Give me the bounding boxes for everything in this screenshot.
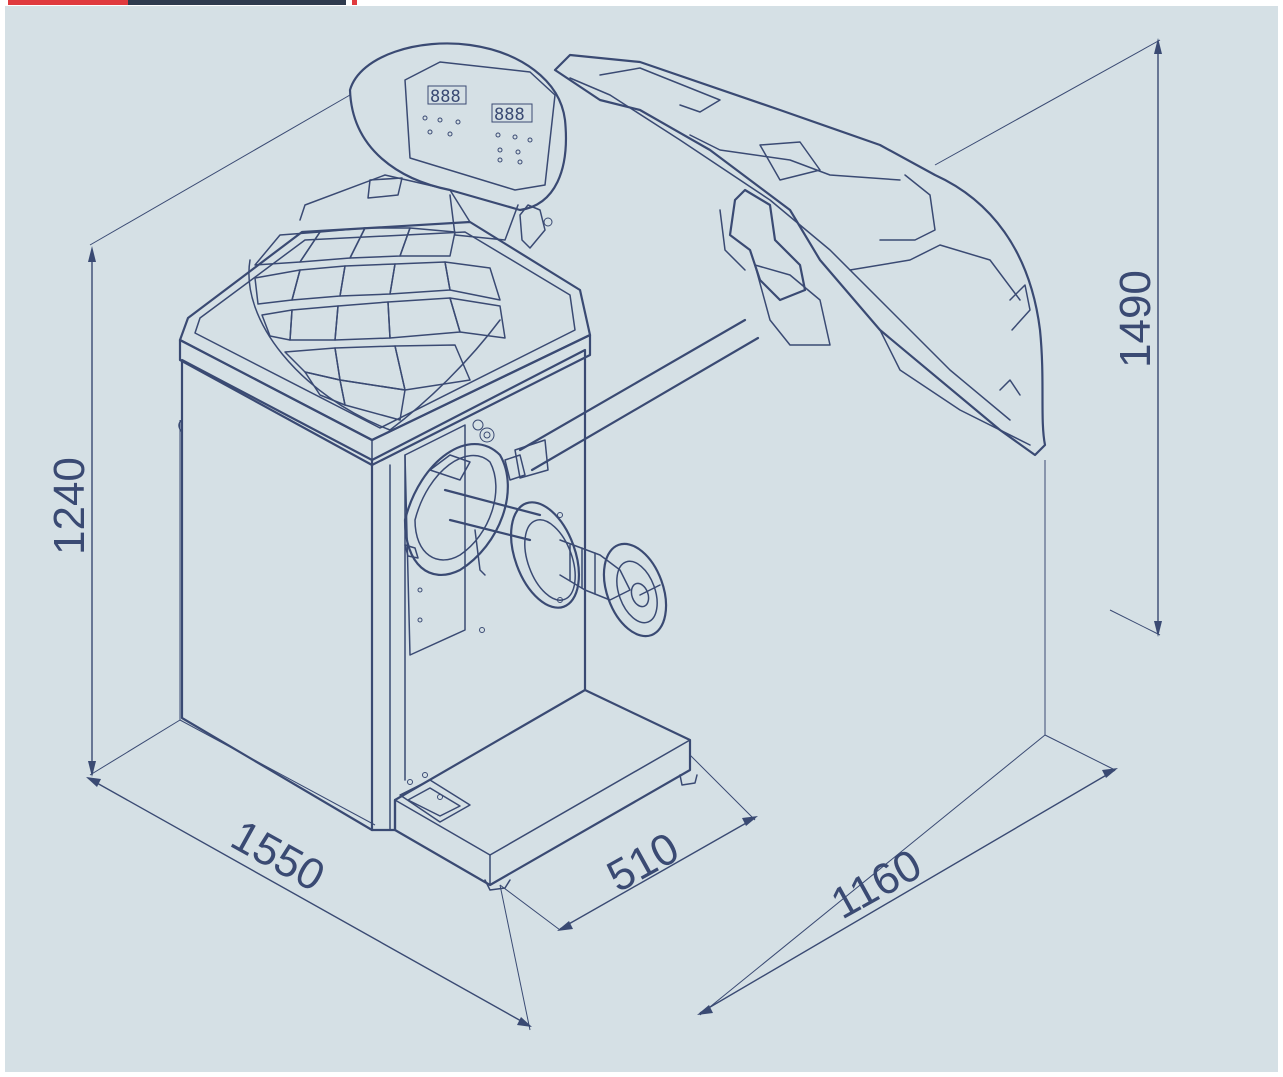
dim-label-1240: 1240 (45, 457, 94, 555)
display-digits-left: 888 (430, 87, 461, 107)
dim-label-510: 510 (599, 823, 687, 901)
display-monitor: 888 888 (348, 42, 567, 249)
dim-label-1160: 1160 (823, 840, 930, 929)
dim-label-1490: 1490 (1111, 270, 1160, 368)
brand-stripe-mark (352, 0, 357, 5)
dim-label-1550: 1550 (223, 811, 332, 901)
dimension-1490 (1154, 38, 1162, 637)
dimension-510 (557, 816, 758, 931)
display-digits-left-frame (427, 85, 467, 105)
shaft-assembly (403, 419, 668, 638)
display-digits-right-frame (491, 103, 533, 123)
display-indicator-dots (422, 115, 533, 165)
brand-stripe-red (8, 0, 128, 5)
dimension-1550 (86, 777, 532, 1027)
bounding-box-lines (89, 39, 1161, 1031)
cabinet-body (178, 348, 587, 832)
display-digits-right: 888 (494, 105, 525, 125)
base-plate (393, 688, 698, 891)
dimension-1160 (697, 768, 1118, 1015)
brand-stripe-navy (128, 0, 346, 5)
dimension-1240 (88, 246, 96, 777)
accessory-tray (178, 174, 592, 467)
wheel-guard (518, 53, 1047, 472)
drawing-canvas (5, 6, 1278, 1072)
